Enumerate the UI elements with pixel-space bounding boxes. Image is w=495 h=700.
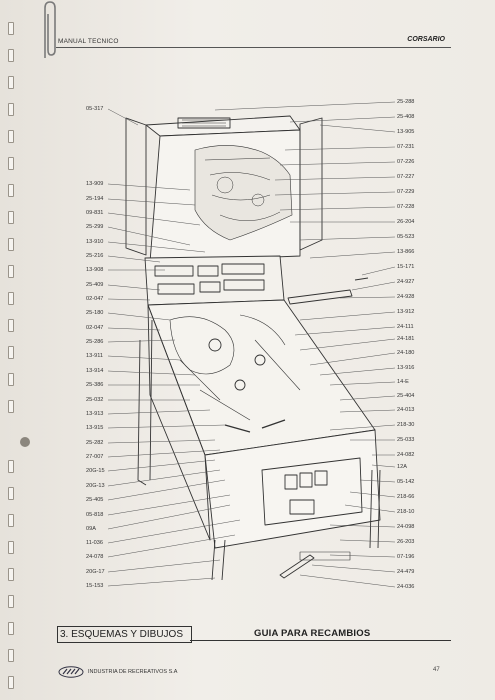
part-label: 07-196 xyxy=(397,554,415,560)
part-label: 25-404 xyxy=(397,393,415,399)
part-label: 14-E xyxy=(397,379,409,385)
part-label: 25-299 xyxy=(86,224,104,230)
header-title: MANUAL TECNICO xyxy=(58,38,119,45)
part-label: 20G-13 xyxy=(86,483,105,489)
part-label: 25-194 xyxy=(86,196,104,202)
guide-title: GUIA PARA RECAMBIOS xyxy=(254,628,371,639)
part-label: 07-229 xyxy=(397,189,415,195)
paper-clip-icon xyxy=(44,1,56,58)
company-logo-icon xyxy=(58,666,84,678)
part-label: 25-386 xyxy=(86,382,104,388)
punch-hole xyxy=(20,437,30,447)
part-label: 24-181 xyxy=(397,336,415,342)
part-label: 05-523 xyxy=(397,234,415,240)
part-label: 24-078 xyxy=(86,554,104,560)
company-name: INDUSTRIA DE RECREATIVOS S.A xyxy=(88,669,178,675)
part-label: 24-180 xyxy=(397,350,415,356)
part-label: 13-908 xyxy=(86,267,104,273)
part-label: 25-409 xyxy=(86,282,104,288)
part-label: 07-227 xyxy=(397,174,415,180)
part-label: 25-405 xyxy=(86,497,104,503)
part-label: 24-036 xyxy=(397,584,415,590)
page-number: 47 xyxy=(433,667,440,673)
part-label: 13-909 xyxy=(86,181,104,187)
part-label: 24-928 xyxy=(397,294,415,300)
part-label: 05-818 xyxy=(86,512,104,518)
part-label: 13-912 xyxy=(397,309,415,315)
part-label: 27-007 xyxy=(86,454,104,460)
part-label: 218-30 xyxy=(397,422,415,428)
part-label: 13-913 xyxy=(86,411,104,417)
part-label: 25-216 xyxy=(86,253,104,259)
part-label: 26-203 xyxy=(397,539,415,545)
part-label: 218-66 xyxy=(397,494,415,500)
part-label: 13-916 xyxy=(397,365,415,371)
part-label: 24-082 xyxy=(397,452,415,458)
part-label: 20G-17 xyxy=(86,569,105,575)
part-label: 25-282 xyxy=(86,440,104,446)
part-label: 15-171 xyxy=(397,264,415,270)
part-label: 25-180 xyxy=(86,310,104,316)
part-label: 25-288 xyxy=(397,99,415,105)
part-label: 13-915 xyxy=(86,425,104,431)
part-label: 12A xyxy=(397,464,407,470)
part-label: 25-032 xyxy=(86,397,104,403)
part-label: 24-013 xyxy=(397,407,415,413)
header-game-name: CORSARIO xyxy=(407,36,445,43)
part-label: 13-905 xyxy=(397,129,415,135)
part-label: 24-098 xyxy=(397,524,415,530)
part-label: 25-408 xyxy=(397,114,415,120)
part-label: 24-927 xyxy=(397,279,415,285)
part-label: 15-153 xyxy=(86,583,104,589)
part-label: 07-228 xyxy=(397,204,415,210)
part-label: 13-914 xyxy=(86,368,104,374)
part-label: 09-831 xyxy=(86,210,104,216)
part-label: 11-036 xyxy=(86,540,104,546)
header-rule xyxy=(56,47,451,48)
part-label: 25-286 xyxy=(86,339,104,345)
part-label: 13-911 xyxy=(86,353,104,359)
part-label: 13-866 xyxy=(397,249,415,255)
part-label: 26-204 xyxy=(397,219,415,225)
part-label: 02-047 xyxy=(86,325,104,331)
section-rule xyxy=(190,640,451,641)
section-box xyxy=(57,626,192,643)
part-label: 13-910 xyxy=(86,239,104,245)
part-label: 07-226 xyxy=(397,159,415,165)
part-label: 02-047 xyxy=(86,296,104,302)
part-label: 218-10 xyxy=(397,509,415,515)
part-label: 05-317 xyxy=(86,106,104,112)
part-label: 05-142 xyxy=(397,479,415,485)
part-label: 25-033 xyxy=(397,437,415,443)
part-label: 09A xyxy=(86,526,96,532)
part-label: 24-111 xyxy=(397,324,414,330)
part-label: 07-231 xyxy=(397,144,415,150)
section-title: 3. ESQUEMAS Y DIBUJOS xyxy=(60,629,184,640)
part-label: 24-479 xyxy=(397,569,415,575)
part-label: 20G-15 xyxy=(86,468,105,474)
